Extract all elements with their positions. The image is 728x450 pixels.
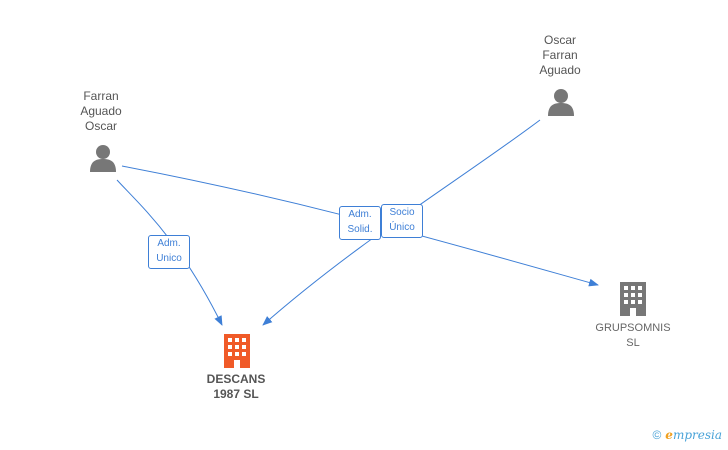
brand-name: mpresia: [672, 428, 722, 442]
person-icon[interactable]: [546, 87, 576, 117]
brand-e: e: [665, 428, 673, 442]
edge-label-adm-unico: Adm. Unico: [148, 235, 190, 269]
person-label-farran: Farran Aguado Oscar: [80, 89, 122, 133]
company-label-grupsomnis[interactable]: GRUPSOMNIS SL: [595, 322, 671, 349]
empresia-watermark: ©empresia: [652, 428, 722, 442]
person-icon[interactable]: [88, 143, 118, 173]
edge-farran-to-descans: [116, 179, 223, 326]
edge-label-adm-solid: Adm. Solid.: [339, 206, 381, 240]
edge-label-socio-unico: Socio Único: [381, 204, 423, 238]
copyright-icon: ©: [652, 428, 662, 442]
person-label-oscar: Oscar Farran Aguado: [539, 33, 581, 77]
building-icon-other[interactable]: [618, 280, 648, 316]
company-label-descans[interactable]: DESCANS 1987 SL: [206, 372, 266, 401]
building-icon-main[interactable]: [222, 332, 252, 368]
